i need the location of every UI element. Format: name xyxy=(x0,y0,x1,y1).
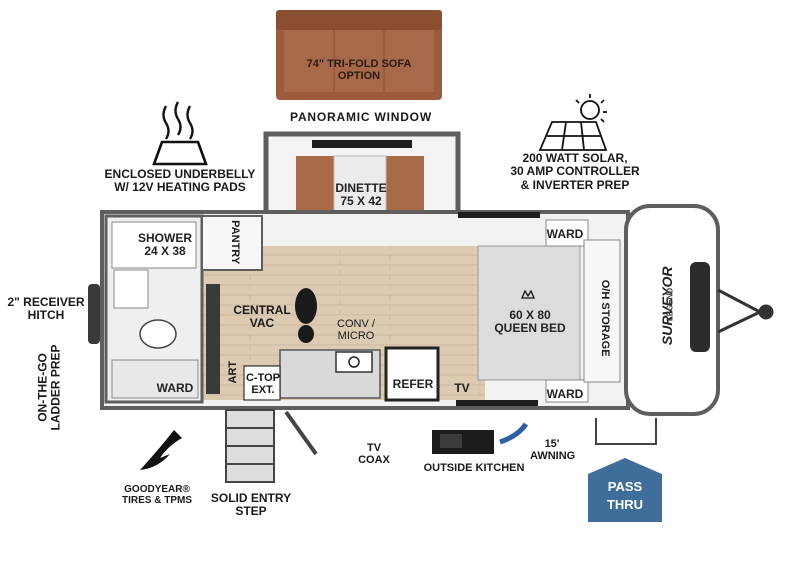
pass-thru-line1: PASS xyxy=(607,479,643,494)
tv-label: TV xyxy=(454,381,470,395)
outside-kitchen xyxy=(432,422,529,454)
central-vac-label: CENTRAL VAC xyxy=(233,303,291,331)
tv-coax-label: TV COAX xyxy=(358,442,390,467)
front-rail xyxy=(595,418,657,445)
brand-sub-wordmark: LEGEND xyxy=(665,287,675,322)
goodyear-label: GOODYEAR® TIRES & TPMS xyxy=(121,484,192,507)
sofa-option xyxy=(276,10,442,100)
oh-storage-label: O/H STORAGE xyxy=(599,279,612,357)
hitch-icon xyxy=(717,288,774,334)
pantry-label: PANTRY xyxy=(229,220,242,265)
entry-step xyxy=(225,409,318,483)
bed-label: 60 X 80 QUEEN BED xyxy=(494,308,566,336)
ward-bottom-label: WARD xyxy=(546,387,584,401)
ward-left-label: WARD xyxy=(156,381,194,395)
outside-kitchen-label: OUTSIDE KITCHEN xyxy=(423,462,525,474)
ladder-prep-label: ON-THE-GO LADDER PREP xyxy=(35,344,63,431)
ward-top-label: WARD xyxy=(546,227,584,241)
pass-thru-line2: THRU xyxy=(606,497,644,512)
solar-panel-icon xyxy=(538,121,608,151)
awning-label: 15' AWNING xyxy=(530,438,576,463)
crown-icon xyxy=(521,289,535,299)
sun-icon xyxy=(575,94,607,123)
art-label: ART xyxy=(226,360,239,384)
solid-entry-step-label: SOLID ENTRY STEP xyxy=(210,491,292,519)
underbelly-label: ENCLOSED UNDERBELLY W/ 12V HEATING PADS xyxy=(104,167,256,195)
shower-label: SHOWER 24 x 38 xyxy=(138,231,192,259)
pass-thru-badge: PASS THRU xyxy=(588,458,662,522)
sofa-option-label: 74" TRI-FOLD SOFA OPTION xyxy=(306,58,412,83)
refer-label: REFER xyxy=(392,377,434,391)
solar-label: 200 WATT SOLAR, 30 AMP CONTROLLER & INVE… xyxy=(510,151,640,192)
footprint-icon xyxy=(295,288,317,343)
ctop-ext-label: C-TOP EXT. xyxy=(245,372,281,397)
receiver-hitch-label: 2" RECEIVER HITCH xyxy=(7,295,85,323)
dinette-label: DINETTE 75 x 42 xyxy=(335,181,387,209)
goodyear-wingfoot-icon xyxy=(140,430,182,470)
trailer-body xyxy=(88,204,774,416)
heat-icon xyxy=(152,101,208,166)
panoramic-window-label: PANORAMIC WINDOW xyxy=(290,110,432,124)
pass-thru-badge-icon xyxy=(588,458,662,522)
conv-micro-label: CONV / MICRO xyxy=(337,318,375,343)
